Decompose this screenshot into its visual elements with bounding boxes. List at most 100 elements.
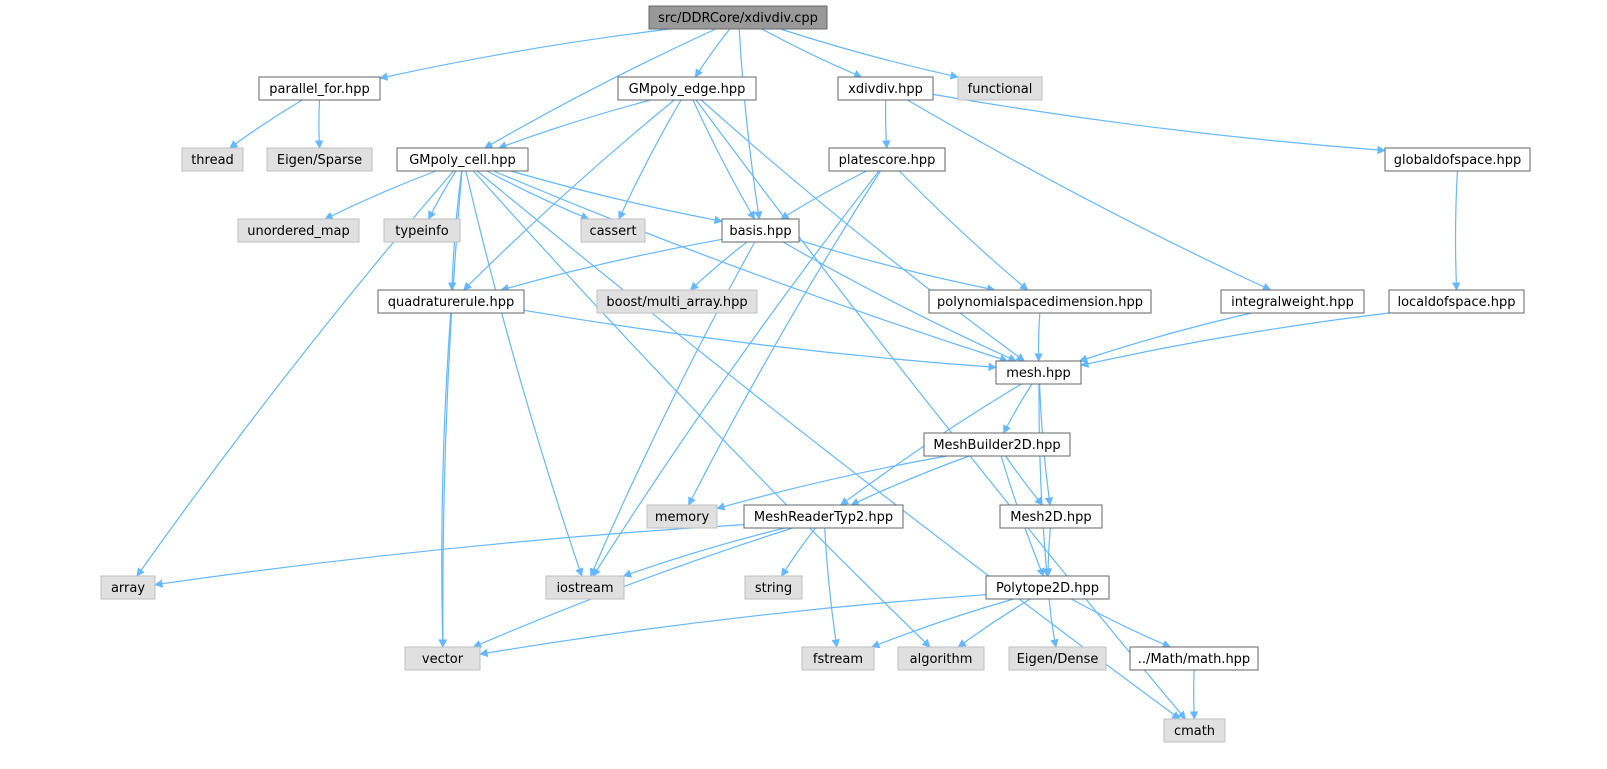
edge-math-to-cmath (1189, 669, 1199, 720)
node-box (617, 76, 757, 101)
node-box (837, 76, 934, 101)
edge-gmpoly_cell-to-mesh (493, 170, 1009, 363)
node-label: MeshReaderTyp2.hpp (754, 510, 893, 525)
node-box (396, 147, 529, 172)
edge-meshbuilder2d-to-mesh2d (1005, 455, 1043, 506)
node-math[interactable]: ../Math/math.hpp (1129, 646, 1259, 671)
node-label: Polytope2D.hpp (996, 581, 1099, 596)
node-box (743, 504, 904, 529)
node-label: string (755, 581, 792, 596)
node-thread: thread (181, 147, 244, 172)
edge-quadraturerule-to-mesh (523, 309, 997, 372)
node-label: typeinfo (395, 224, 448, 239)
edge-meshbuilder2d-to-memory (716, 455, 947, 511)
node-label: Eigen/Sparse (277, 153, 362, 168)
node-cmath: cmath (1163, 718, 1226, 743)
edge-xdivdiv_cpp-to-functional (780, 28, 959, 80)
node-integralweight[interactable]: integralweight.hpp (1220, 289, 1365, 314)
edge-platescore-to-memory (688, 170, 881, 506)
node-meshreadertyp2[interactable]: MeshReaderTyp2.hpp (743, 504, 904, 529)
node-label: cmath (1174, 724, 1215, 739)
node-label: array (111, 581, 145, 596)
node-box (928, 289, 1152, 314)
node-label: iostream (556, 581, 613, 596)
node-box (985, 575, 1110, 600)
edge-polyspacedim-to-mesh (1034, 312, 1043, 362)
edge-layer (136, 28, 1461, 720)
edge-gmpoly_cell-to-typeinfo (428, 170, 457, 220)
edge-polytope2d-to-vector (479, 594, 987, 658)
node-label: src/DDRCore/xdivdiv.cpp (658, 11, 818, 26)
edge-basis-to-quadraturerule (500, 238, 723, 293)
edge-gmpoly_edge-to-cassert (618, 99, 682, 220)
edge-xdivdiv_hpp-to-globaldofspace (932, 93, 1386, 155)
node-box (999, 504, 1103, 529)
node-box (596, 289, 758, 314)
edge-platescore-to-polyspacedim (898, 170, 1029, 291)
node-platescore[interactable]: platescore.hpp (828, 147, 946, 172)
node-gmpoly-edge[interactable]: GMpoly_edge.hpp (617, 76, 757, 101)
node-box (258, 76, 381, 101)
node-vector: vector (404, 646, 481, 671)
node-mesh[interactable]: mesh.hpp (995, 360, 1082, 385)
node-localdofspace[interactable]: localdofspace.hpp (1388, 289, 1525, 314)
node-box (1220, 289, 1365, 314)
node-mesh2d[interactable]: Mesh2D.hpp (999, 504, 1103, 529)
edge-basis-to-polyspacedim (798, 239, 996, 293)
edge-platescore-to-iostream (592, 170, 880, 577)
edge-quadraturerule-to-vector (438, 312, 452, 648)
node-label: unordered_map (247, 224, 350, 239)
edge-meshreadertyp2-to-array (154, 524, 745, 588)
node-label: ../Math/math.hpp (1138, 652, 1250, 667)
node-algorithm: algorithm (897, 646, 985, 671)
edge-parallel_for-to-thread (229, 99, 303, 149)
node-box (721, 218, 800, 243)
node-xdivdiv-cpp: src/DDRCore/xdivdiv.cpp (648, 5, 828, 30)
node-label: MeshBuilder2D.hpp (933, 438, 1060, 453)
node-globaldofspace[interactable]: globaldofspace.hpp (1384, 147, 1531, 172)
node-parallel-for[interactable]: parallel_for.hpp (258, 76, 381, 101)
edge-mesh-to-polytope2d (1038, 383, 1051, 577)
node-polytope2d[interactable]: Polytope2D.hpp (985, 575, 1110, 600)
edge-meshreadertyp2-to-fstream (824, 527, 840, 648)
edge-parallel_for-to-eigen_sparse (314, 99, 324, 149)
node-label: thread (191, 153, 234, 168)
edge-meshreadertyp2-to-string (781, 527, 816, 577)
node-eigen-sparse: Eigen/Sparse (266, 147, 373, 172)
node-box (801, 646, 875, 671)
edge-localdofspace-to-mesh (1080, 312, 1390, 368)
node-typeinfo: typeinfo (383, 218, 461, 243)
node-xdivdiv-hpp[interactable]: xdivdiv.hpp (837, 76, 934, 101)
node-box (744, 575, 803, 600)
edge-basis-to-boost_multi_array (689, 241, 748, 291)
edge-gmpoly_cell-to-algorithm (473, 170, 931, 648)
node-box (1384, 147, 1531, 172)
node-label: mesh.hpp (1006, 366, 1071, 381)
edge-basis-to-iostream (589, 241, 756, 577)
node-quadraturerule[interactable]: quadraturerule.hpp (377, 289, 525, 314)
node-box (897, 646, 985, 671)
edge-basis-to-mesh (782, 241, 1017, 362)
edge-polytope2d-to-algorithm (957, 598, 1031, 648)
node-box (1388, 289, 1525, 314)
node-label: boost/multi_array.hpp (606, 295, 747, 310)
node-basis[interactable]: basis.hpp (721, 218, 800, 243)
node-label: basis.hpp (729, 224, 791, 239)
node-box (1129, 646, 1259, 671)
edge-meshreadertyp2-to-iostream (622, 527, 786, 578)
node-box (580, 218, 646, 243)
node-box (828, 147, 946, 172)
node-polyspacedim[interactable]: polynomialspacedimension.hpp (928, 289, 1152, 314)
edge-gmpoly_edge-to-cmath (695, 99, 1186, 720)
node-label: xdivdiv.hpp (848, 82, 923, 97)
edge-xdivdiv_hpp-to-platescore (882, 99, 891, 149)
edge-platescore-to-basis (780, 170, 867, 220)
node-box (266, 147, 373, 172)
node-meshbuilder2d[interactable]: MeshBuilder2D.hpp (923, 432, 1071, 457)
node-label: quadraturerule.hpp (388, 295, 514, 310)
node-gmpoly-cell[interactable]: GMpoly_cell.hpp (396, 147, 529, 172)
node-label: polynomialspacedimension.hpp (937, 295, 1143, 310)
edge-xdivdiv_cpp-to-gmpoly_cell (484, 28, 716, 149)
edge-gmpoly_edge-to-mesh (700, 99, 1025, 362)
node-box (404, 646, 481, 671)
